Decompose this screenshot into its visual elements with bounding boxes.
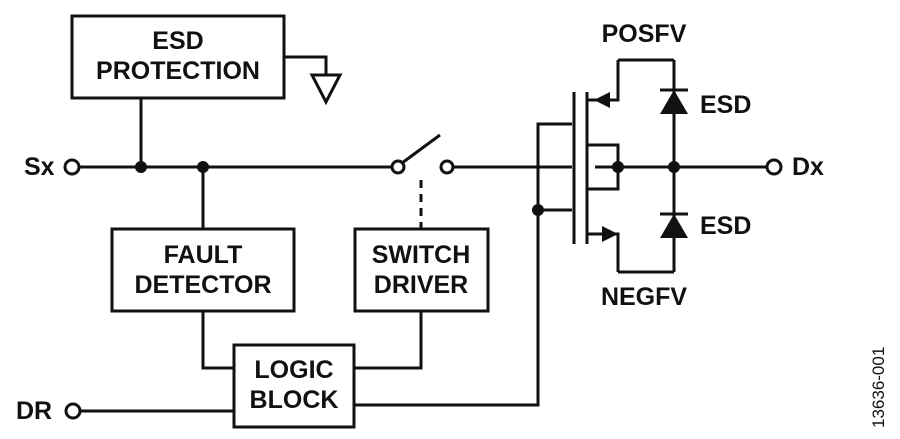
junction-dots [135, 161, 680, 216]
analog-switch [390, 133, 455, 229]
esd-protection-block: ESD PROTECTION [70, 14, 286, 100]
fault-detector-label-1: FAULT [164, 241, 243, 269]
esd-protection-label-2: PROTECTION [96, 57, 260, 85]
esd-diode-upper-label: ESD [700, 91, 751, 119]
pin-sx: Sx [24, 153, 81, 181]
fault-detector-label-2: DETECTOR [134, 271, 271, 299]
logic-block-label-1: LOGIC [254, 356, 333, 384]
negfv-label: NEGFV [601, 283, 687, 311]
esd-diode-lower: ESD [660, 212, 751, 240]
logic-block-label-2: BLOCK [250, 386, 339, 414]
ground-symbol [284, 55, 343, 106]
switch-driver-label-2: DRIVER [374, 271, 468, 299]
pin-dr: DR [16, 397, 82, 425]
esd-protection-label-1: ESD [152, 27, 203, 55]
switch-driver-block: SWITCH DRIVER [353, 227, 490, 313]
fault-detector-block: FAULT DETECTOR [110, 227, 296, 313]
pin-dr-label: DR [16, 397, 52, 425]
switch-driver-label-1: SWITCH [372, 241, 471, 269]
posfv-label: POSFV [602, 20, 687, 48]
pin-sx-label: Sx [24, 153, 55, 181]
figure-id: 13636-001 [869, 347, 888, 428]
pin-dx: Dx [765, 153, 824, 181]
logic-block: LOGIC BLOCK [232, 343, 356, 429]
fet-pair [572, 60, 620, 272]
pin-dx-label: Dx [792, 153, 824, 181]
esd-diode-upper: ESD [660, 88, 751, 119]
esd-diode-lower-label: ESD [700, 212, 751, 240]
